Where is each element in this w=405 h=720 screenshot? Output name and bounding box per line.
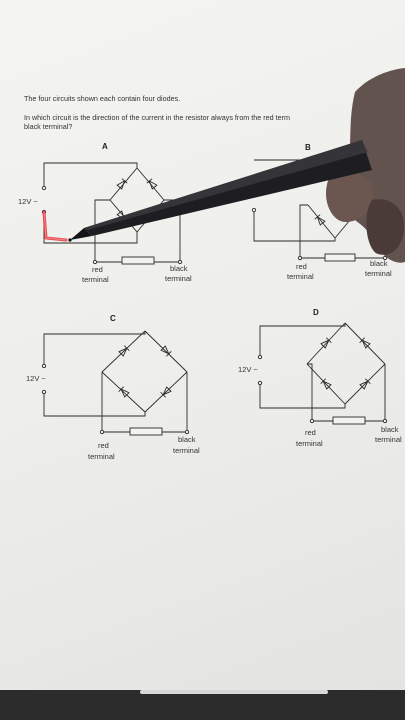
circuit-d-letter: D bbox=[313, 308, 319, 317]
circuit-d-supply: 12V ~ bbox=[238, 365, 258, 374]
circuit-b-letter: B bbox=[305, 143, 311, 152]
circuit-d: D 12V ~ red terminal black terminal bbox=[238, 308, 402, 448]
diode-a1-icon bbox=[116, 178, 128, 190]
circuit-c-black-terminal: terminal bbox=[173, 446, 200, 455]
circuit-a-red-terminal: terminal bbox=[82, 275, 109, 284]
device-bezel bbox=[0, 690, 405, 720]
circuit-d-black-label: black bbox=[381, 425, 399, 434]
circuit-b-black-terminal: terminal bbox=[365, 269, 392, 278]
diode-a2-icon bbox=[146, 178, 158, 190]
circuit-b-black-label: black bbox=[370, 259, 388, 268]
home-indicator[interactable] bbox=[140, 690, 328, 694]
circuit-a-black-terminal: terminal bbox=[165, 274, 192, 283]
circuit-a-letter: A bbox=[102, 142, 108, 151]
circuit-a-supply: 12V ~ bbox=[18, 197, 38, 206]
circuit-b-red-terminal: terminal bbox=[287, 272, 314, 281]
question-intro: The four circuits shown each contain fou… bbox=[24, 94, 181, 103]
question-prompt-line1: In which circuit is the direction of the… bbox=[24, 113, 291, 122]
circuit-b: B red terminal black terminal bbox=[251, 143, 392, 281]
circuit-a-red-label: red bbox=[92, 265, 103, 274]
question-prompt-line2: black terminal? bbox=[24, 122, 73, 131]
circuit-d-red-label: red bbox=[305, 428, 316, 437]
stylus-pen-icon bbox=[68, 140, 372, 242]
circuit-c-supply: 12V ~ bbox=[26, 374, 46, 383]
circuit-c: C 12V ~ red terminal black terminal bbox=[26, 314, 200, 461]
red-highlight-mark bbox=[42, 210, 68, 242]
circuit-c-red-label: red bbox=[98, 441, 109, 450]
worksheet-page bbox=[0, 0, 405, 690]
circuit-d-red-terminal: terminal bbox=[296, 439, 323, 448]
circuit-c-black-label: black bbox=[178, 435, 196, 444]
circuit-c-red-terminal: terminal bbox=[88, 452, 115, 461]
circuit-d-black-terminal: terminal bbox=[375, 435, 402, 444]
circuit-b-red-label: red bbox=[296, 262, 307, 271]
circuit-a-black-label: black bbox=[170, 264, 188, 273]
circuit-c-letter: C bbox=[110, 314, 116, 323]
